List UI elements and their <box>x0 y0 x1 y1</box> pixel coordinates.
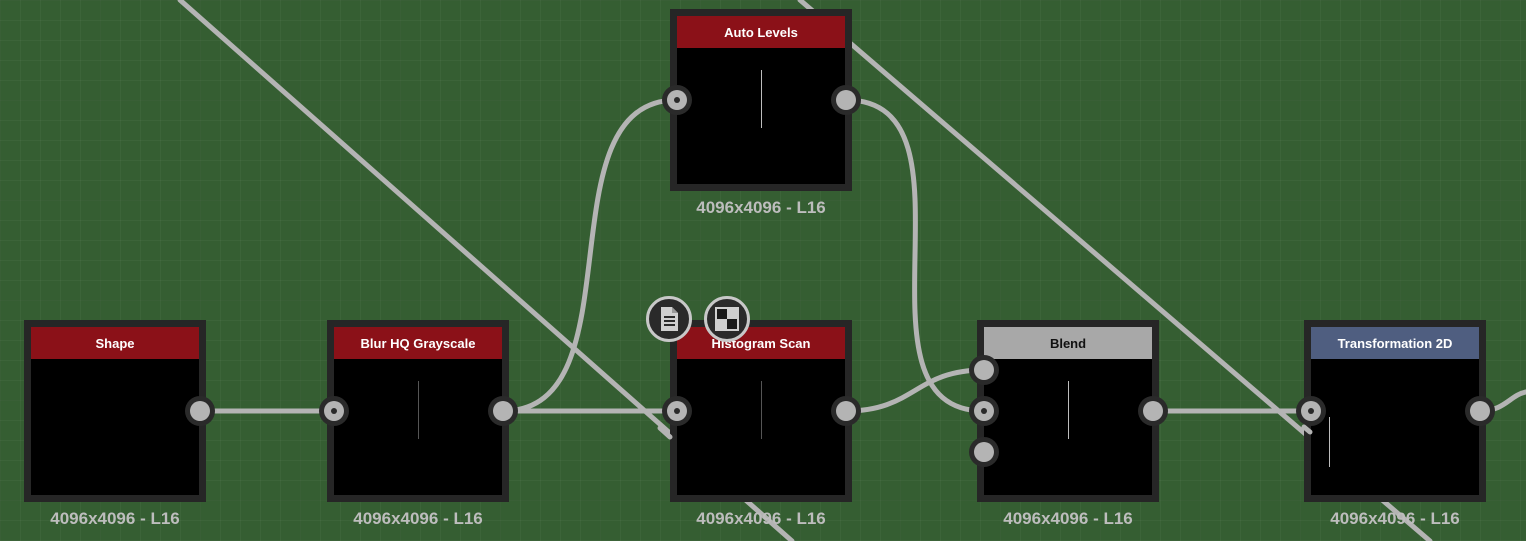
wire-autolevels-blend <box>843 97 987 414</box>
node-blend[interactable]: Blend <box>977 320 1159 502</box>
input-port[interactable] <box>1296 396 1326 426</box>
node-preview <box>984 359 1152 495</box>
output-port[interactable] <box>831 396 861 426</box>
input-port[interactable] <box>662 85 692 115</box>
node-header: Histogram Scan <box>677 327 845 359</box>
node-histogram-scan[interactable]: Histogram Scan <box>670 320 852 502</box>
node-preview <box>31 359 199 495</box>
preview-line <box>418 381 419 439</box>
resolution-label: 4096x4096 - L16 <box>1330 509 1460 528</box>
node-transformation-2d[interactable]: Transformation 2D <box>1304 320 1486 502</box>
preview-line <box>761 70 762 128</box>
output-port[interactable] <box>831 85 861 115</box>
node-header: Blur HQ Grayscale <box>334 327 502 359</box>
output-port[interactable] <box>1138 396 1168 426</box>
input-port-mask[interactable] <box>969 437 999 467</box>
checker-icon <box>715 307 739 331</box>
node-preview <box>1311 359 1479 495</box>
checker-icon-button[interactable] <box>704 296 750 342</box>
resolution-label: 4096x4096 - L16 <box>353 509 483 528</box>
preview-line <box>761 381 762 439</box>
document-icon-button[interactable] <box>646 296 692 342</box>
output-port[interactable] <box>185 396 215 426</box>
wire-histogram-blend <box>843 367 987 414</box>
input-port[interactable] <box>662 396 692 426</box>
node-shape[interactable]: Shape <box>24 320 206 502</box>
document-icon <box>661 307 678 331</box>
resolution-label: 4096x4096 - L16 <box>50 509 180 528</box>
node-preview <box>334 359 502 495</box>
input-port-background[interactable] <box>969 396 999 426</box>
preview-line <box>1068 381 1069 439</box>
node-preview <box>677 48 845 184</box>
wire-blur-autolevels <box>500 97 680 414</box>
resolution-label: 4096x4096 - L16 <box>1003 509 1133 528</box>
input-port[interactable] <box>319 396 349 426</box>
preview-line <box>1329 417 1330 467</box>
node-header: Blend <box>984 327 1152 359</box>
node-header: Auto Levels <box>677 16 845 48</box>
resolution-label: 4096x4096 - L16 <box>696 198 826 217</box>
node-preview <box>677 359 845 495</box>
node-header: Shape <box>31 327 199 359</box>
node-header: Transformation 2D <box>1311 327 1479 359</box>
node-auto-levels[interactable]: Auto Levels <box>670 9 852 191</box>
input-port-foreground[interactable] <box>969 355 999 385</box>
output-port[interactable] <box>1465 396 1495 426</box>
output-port[interactable] <box>488 396 518 426</box>
resolution-label: 4096x4096 - L16 <box>696 509 826 528</box>
node-blur-hq-grayscale[interactable]: Blur HQ Grayscale <box>327 320 509 502</box>
